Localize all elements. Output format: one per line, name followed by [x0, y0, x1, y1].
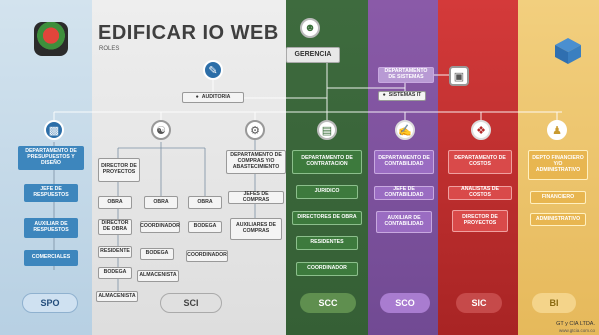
director-obra-box[interactable]: DIRECTOR DE OBRA: [98, 219, 132, 235]
obra-box[interactable]: OBRA: [98, 196, 132, 209]
app-logo-icon: [34, 22, 68, 56]
almacenista-box[interactable]: ALMACENISTA: [96, 291, 138, 302]
scc-item-box[interactable]: JURIDICO: [296, 185, 358, 199]
director-proyectos-box[interactable]: DIRECTOR DE PROYECTOS: [98, 158, 140, 182]
sco-item-box[interactable]: AUXILIAR DE CONTABILIDAD: [376, 211, 432, 233]
scc-item-box[interactable]: COORDINADOR: [296, 262, 358, 276]
monitor-icon: ▩: [44, 120, 64, 140]
bi-item-box[interactable]: ADMINISTRATIVO: [530, 213, 586, 226]
sistemas-it-label: SISTEMAS IT: [388, 92, 422, 99]
obra-box[interactable]: OBRA: [188, 196, 222, 209]
document-icon: ▤: [317, 120, 337, 140]
scc-pill[interactable]: SCC: [300, 293, 356, 313]
coordinador-box[interactable]: COORDINADOR: [186, 250, 228, 262]
cubes-icon: [555, 38, 581, 64]
sistemas-it-box[interactable]: ● SISTEMAS IT: [378, 91, 426, 101]
jefes-compras-box[interactable]: JEFES DE COMPRAS: [228, 191, 284, 204]
auditoria-label: AUDITORIA: [201, 93, 231, 100]
bi-pill[interactable]: BI: [532, 293, 576, 313]
users-icon: ♟: [547, 120, 567, 140]
almacenista-box[interactable]: ALMACENISTA: [137, 270, 179, 282]
coordinador-box[interactable]: COORDINADOR: [140, 221, 180, 233]
company-url[interactable]: www.gtcia.com.co: [558, 327, 595, 333]
spo-head-box[interactable]: DEPARTAMENTO DE PRESUPUESTOS Y DISEÑO: [18, 146, 84, 170]
sco-head-box[interactable]: DEPARTAMENTO DE CONTABILIDAD: [374, 150, 434, 174]
computer-icon: ▣: [449, 66, 469, 86]
gear-icon: ⚙: [245, 120, 265, 140]
company-name: GT y CIA LTDA.: [556, 321, 595, 328]
bodega-box[interactable]: BODEGA: [140, 248, 174, 260]
spo-pill[interactable]: SPO: [22, 293, 78, 313]
audit-icon: ✎: [203, 60, 223, 80]
bodega-box[interactable]: BODEGA: [188, 221, 222, 233]
residente-box[interactable]: RESIDENTE: [98, 246, 132, 258]
aux-compras-box[interactable]: AUXILIARES DE COMPRAS: [230, 218, 282, 240]
edit-document-icon: ✍: [395, 120, 415, 140]
org-chart-icon: ☯: [151, 120, 171, 140]
sic-pill[interactable]: SIC: [456, 293, 502, 313]
person-icon: ●: [382, 92, 386, 99]
spo-item-box[interactable]: JEFE DE RESPUESTOS: [24, 184, 78, 202]
sic-item-box[interactable]: ANALISTAS DE COSTOS: [448, 186, 512, 200]
spo-item-box[interactable]: COMERCIALES: [24, 250, 78, 266]
bi-item-box[interactable]: FINANCIERO: [530, 191, 586, 204]
bi-head-box[interactable]: DEPTO FINANCIERO Y/O ADMINISTRATIVO: [528, 150, 588, 180]
sic-head-box[interactable]: DEPARTAMENTO DE COSTOS: [448, 150, 512, 174]
sco-item-box[interactable]: JEFE DE CONTABILIDAD: [374, 186, 434, 200]
spo-item-box[interactable]: AUXILIAR DE RESPUESTOS: [24, 218, 78, 238]
person-icon: ●: [195, 93, 199, 100]
footer: GT y CIA LTDA. www.gtcia.com.co: [556, 321, 595, 333]
scc-item-box[interactable]: DIRECTORES DE OBRA: [292, 211, 362, 225]
sci-pill[interactable]: SCI: [160, 293, 222, 313]
obra-box[interactable]: OBRA: [144, 196, 178, 209]
compras-head-box[interactable]: DEPARTAMENTO DE COMPRAS Y/O ABASTECIMIEN…: [226, 150, 286, 174]
scc-item-box[interactable]: RESIDENTES: [296, 236, 358, 250]
page-subtitle: ROLES: [99, 46, 120, 52]
page-title: EDIFICAR IO WEB: [98, 22, 279, 44]
gerencia-box[interactable]: GERENCIA: [286, 47, 340, 63]
depto-sistemas-box[interactable]: DEPARTAMENTO DE SISTEMAS: [378, 67, 434, 83]
manager-icon: ☻: [300, 18, 320, 38]
bodega-box[interactable]: BODEGA: [98, 267, 132, 279]
sco-pill[interactable]: SCO: [380, 293, 430, 313]
sic-item-box[interactable]: DIRECTOR DE PROYECTOS: [452, 210, 508, 232]
auditoria-box[interactable]: ● AUDITORIA: [182, 92, 244, 103]
scc-head-box[interactable]: DEPARTAMENTO DE CONTRATACION: [292, 150, 362, 174]
network-icon: ❖: [471, 120, 491, 140]
